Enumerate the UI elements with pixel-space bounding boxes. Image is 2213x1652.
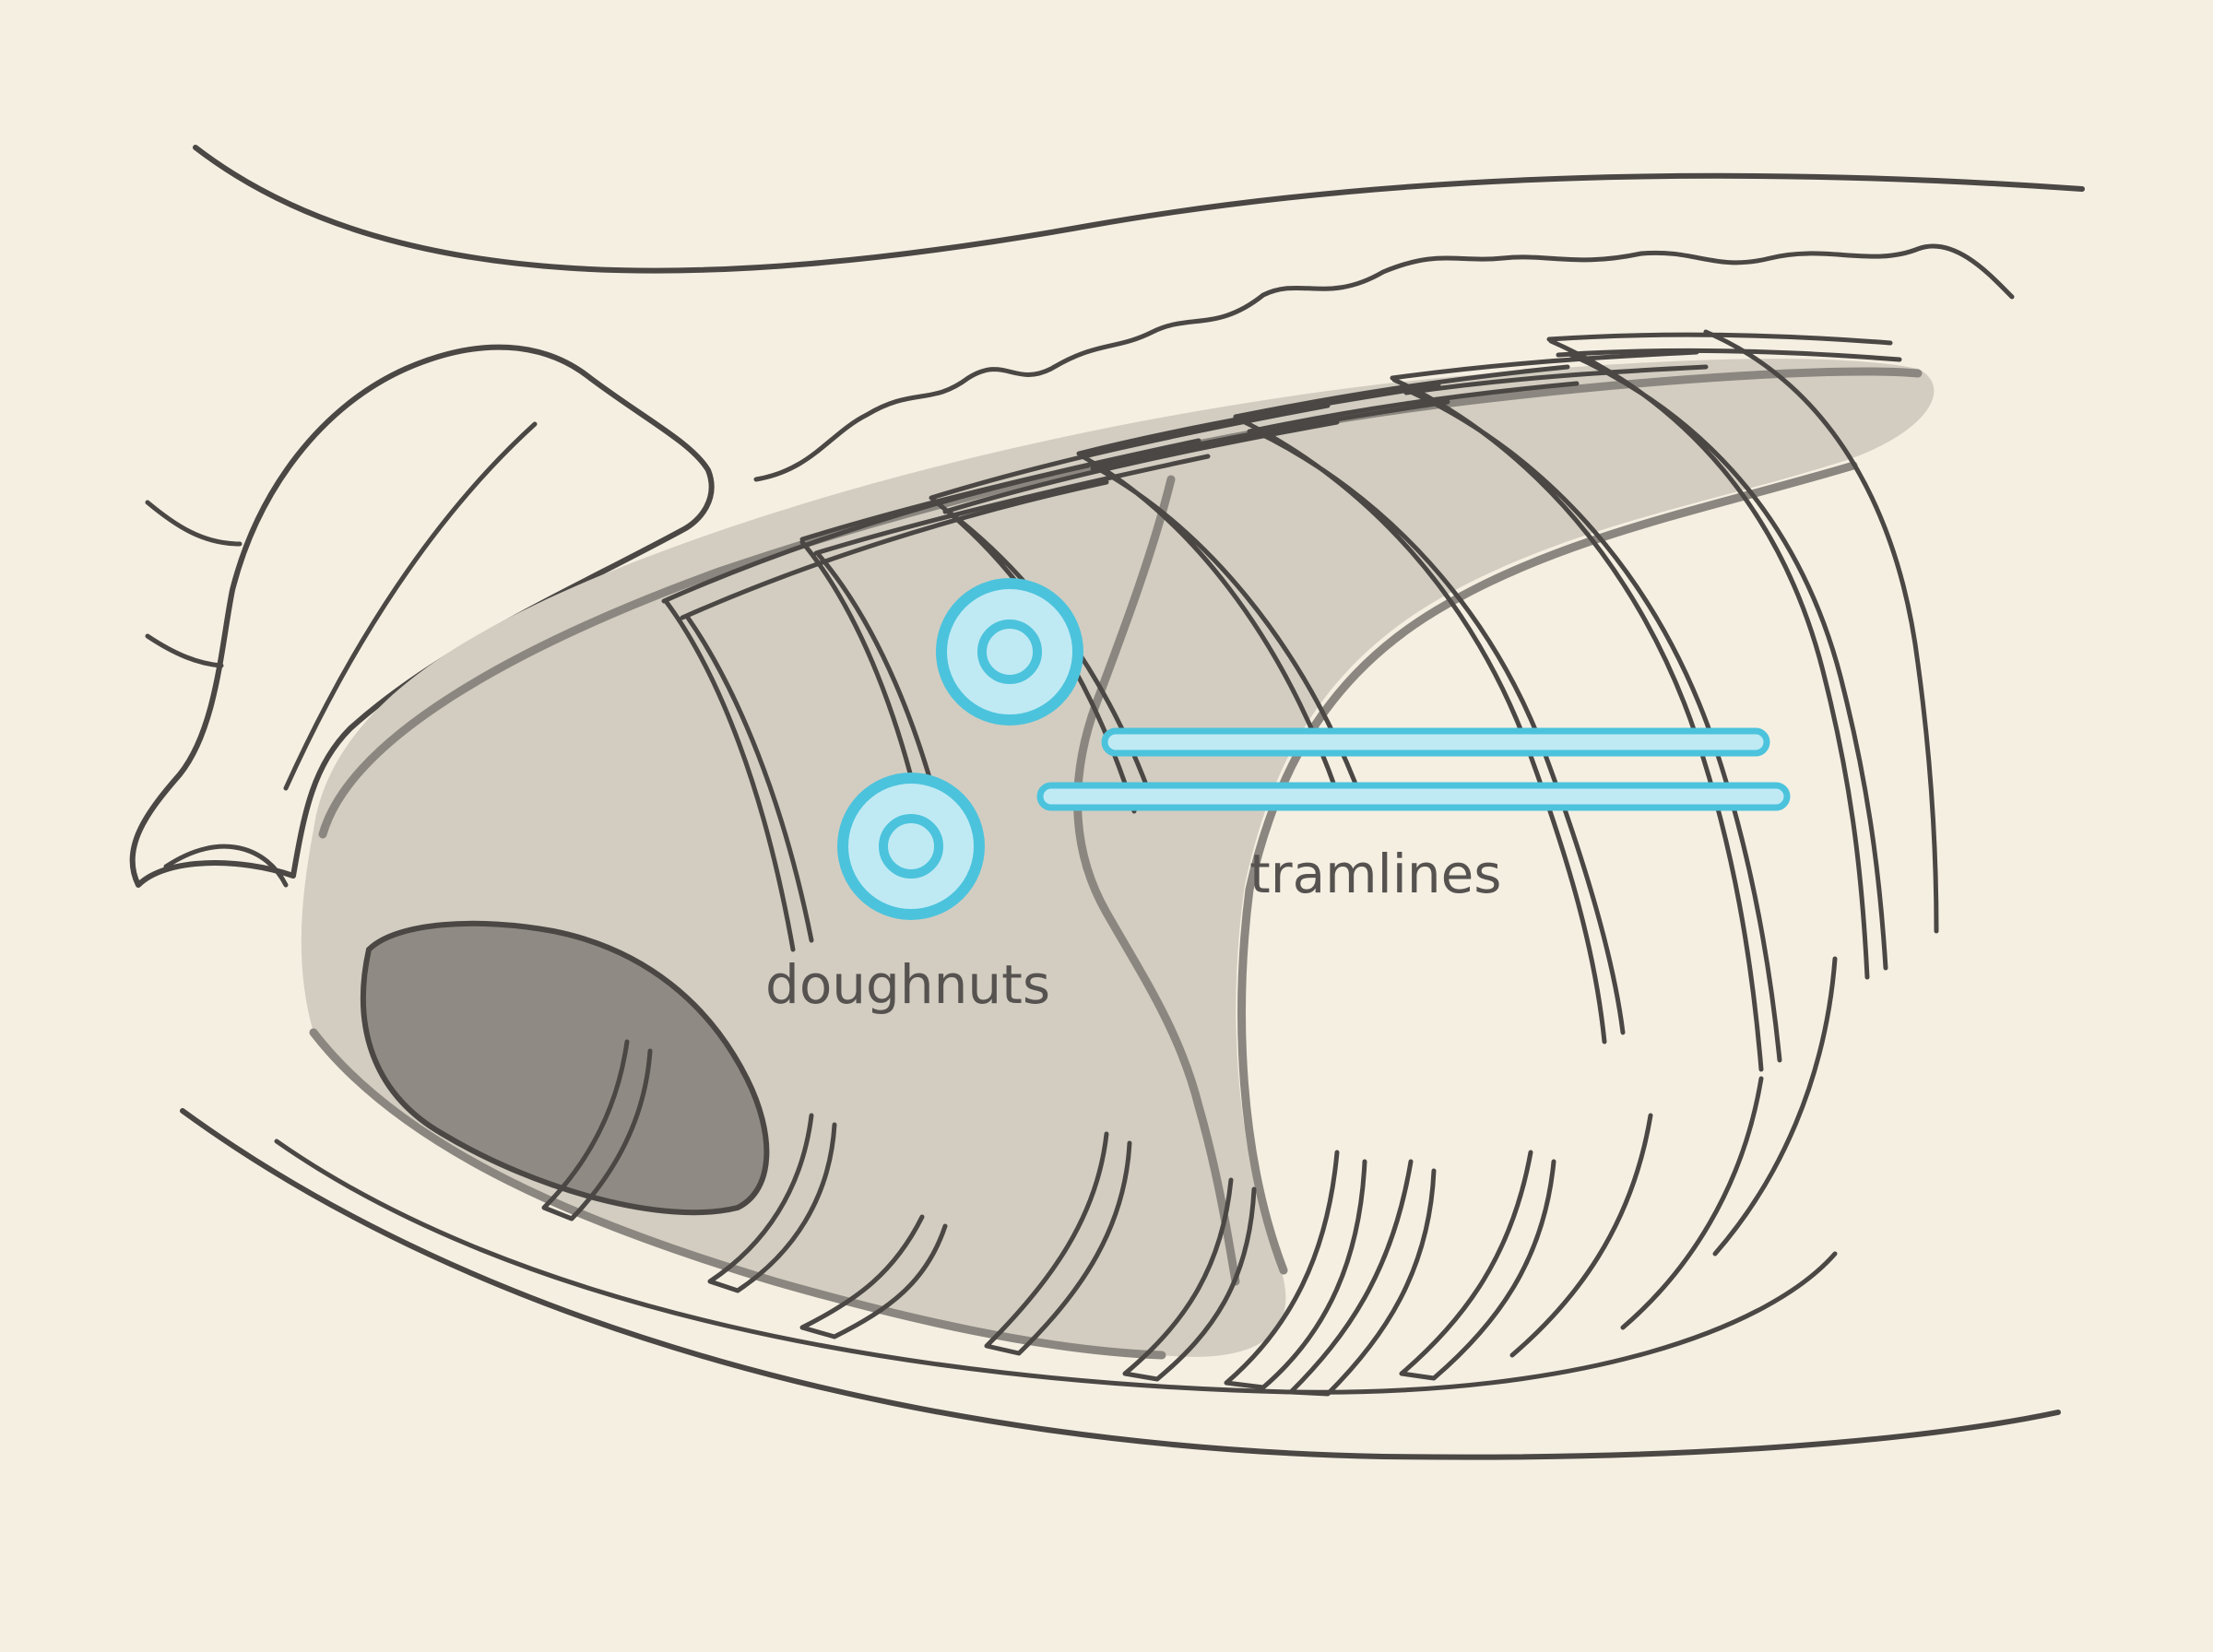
doughnut-marker-upper <box>941 584 1078 720</box>
tramline-lower <box>1040 785 1787 808</box>
doughnuts-label: doughnuts <box>765 953 1050 1016</box>
neck-line-1 <box>148 502 240 544</box>
tramlines-label: tramlines <box>1249 843 1502 905</box>
lower-rib-8 <box>1402 1152 1554 1378</box>
neck-line-2 <box>148 636 221 666</box>
lower-rib-10 <box>1623 1079 1761 1328</box>
doughnut-marker-lower <box>843 778 979 914</box>
tramline-upper <box>1105 731 1767 753</box>
